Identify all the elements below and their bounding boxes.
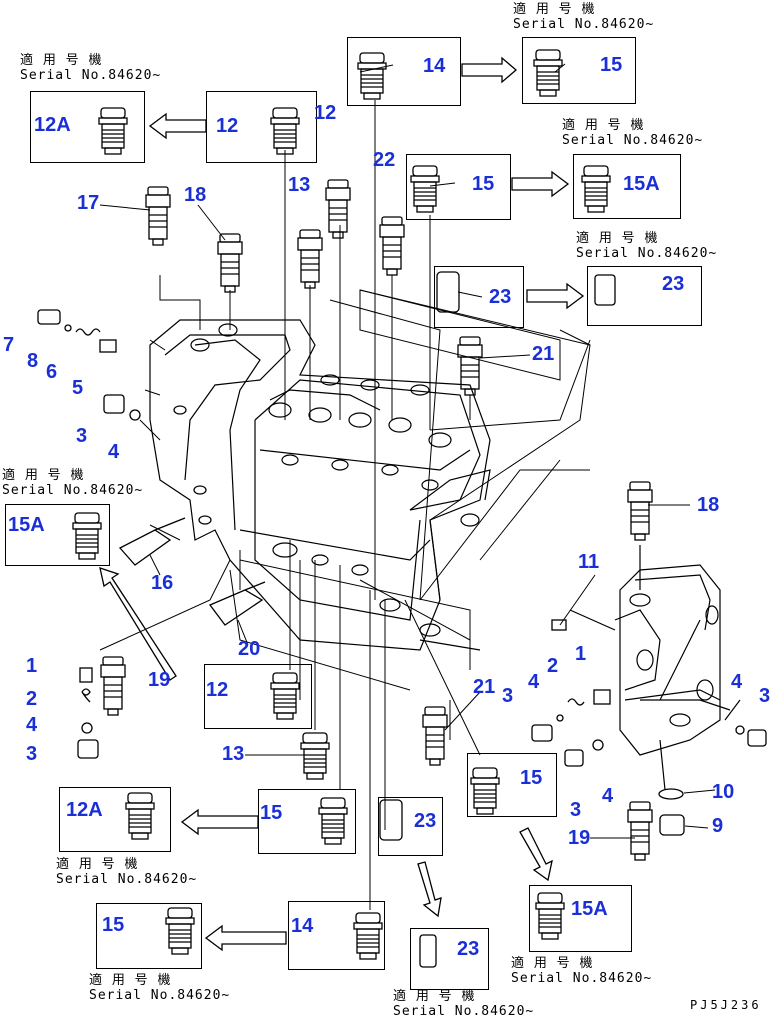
part-label: 15 xyxy=(260,802,283,824)
part-label: 23 xyxy=(457,938,480,960)
part-label: 10 xyxy=(712,781,735,803)
box-part-15-lower-left xyxy=(96,903,202,969)
box-part-15-mid xyxy=(406,154,511,220)
serial-note: 適 用 号 機 Serial No.84620~ xyxy=(511,956,653,986)
part-label: 20 xyxy=(238,638,261,660)
part-label: 9 xyxy=(712,815,724,837)
box-part-23-right xyxy=(587,266,702,326)
part-label: 4 xyxy=(731,671,743,693)
serial-note: 適 用 号 機 Serial No.84620~ xyxy=(89,973,231,1003)
part-label: 23 xyxy=(489,286,512,308)
box-part-15A-top xyxy=(573,154,681,219)
box-part-15A-bottom xyxy=(529,885,632,952)
part-label: 2 xyxy=(26,688,38,710)
right-valve-body xyxy=(569,545,741,791)
part-label: 18 xyxy=(184,184,207,206)
part-label: 17 xyxy=(77,192,100,214)
box-part-23-upper xyxy=(434,266,524,328)
part-label: 15 xyxy=(102,914,125,936)
part-label: 12 xyxy=(206,679,229,701)
reference-frames xyxy=(229,289,591,691)
serial-note: 適 用 号 機 Serial No.84620~ xyxy=(20,53,162,83)
part-label: 12A xyxy=(34,114,71,136)
background-outline xyxy=(359,339,591,641)
part-label: 4 xyxy=(26,714,38,736)
part-label: 16 xyxy=(151,572,174,594)
box-part-15-right xyxy=(467,753,557,817)
part-label: 12 xyxy=(216,115,239,137)
part-label: 13 xyxy=(288,174,311,196)
box-part-12A-bottom xyxy=(59,787,171,852)
direction-arrows xyxy=(99,56,585,952)
box-part-12-top xyxy=(206,91,317,163)
part-label: 1 xyxy=(575,643,587,665)
part-label: 21 xyxy=(532,343,555,365)
part-label: 3 xyxy=(502,685,514,707)
part-label: 18 xyxy=(697,494,720,516)
part-glyphs xyxy=(37,49,767,968)
box-part-15A-left xyxy=(5,504,110,566)
part-label: 12A xyxy=(66,799,103,821)
part-label: 12 xyxy=(314,102,337,124)
part-label: 1 xyxy=(26,655,38,677)
number-leaders xyxy=(99,63,716,839)
part-label: 6 xyxy=(46,361,58,383)
serial-note: 適 用 号 機 Serial No.84620~ xyxy=(576,231,718,261)
part-label: 19 xyxy=(568,827,591,849)
part-label: 3 xyxy=(759,685,771,707)
leader-lines xyxy=(99,100,481,910)
part-label: 14 xyxy=(423,55,446,77)
part-label: 3 xyxy=(76,425,88,447)
part-label: 19 xyxy=(148,669,171,691)
part-label: 3 xyxy=(570,799,582,821)
drawing-code: PJ5J236 xyxy=(690,998,762,1012)
main-valve-body xyxy=(149,319,491,651)
part-label: 11 xyxy=(578,551,600,573)
box-part-14-bottom xyxy=(288,901,385,970)
part-label: 4 xyxy=(602,785,614,807)
serial-note: 適 用 号 機 Serial No.84620~ xyxy=(56,857,198,887)
part-label: 4 xyxy=(528,671,540,693)
part-label: 15A xyxy=(623,173,660,195)
serial-note: 適 用 号 機 Serial No.84620~ xyxy=(562,118,704,148)
serial-note: 適 用 号 機 Serial No.84620~ xyxy=(2,468,144,498)
part-label: 15A xyxy=(571,898,608,920)
part-label: 23 xyxy=(414,810,437,832)
serial-note: 適 用 号 機 Serial No.84620~ xyxy=(513,2,655,32)
box-part-14-top xyxy=(347,37,461,106)
part-label: 7 xyxy=(3,334,15,356)
box-part-23-lower xyxy=(378,797,443,856)
part-label: 14 xyxy=(291,915,314,937)
part-label: 3 xyxy=(26,743,38,765)
part-label: 15 xyxy=(600,54,623,76)
box-part-23-bottom xyxy=(410,928,489,990)
part-label: 5 xyxy=(72,377,84,399)
part-label: 13 xyxy=(222,743,245,765)
part-label: 2 xyxy=(547,655,559,677)
serial-note: 適 用 号 機 Serial No.84620~ xyxy=(393,989,535,1019)
part-label: 15A xyxy=(8,514,45,536)
part-label: 21 xyxy=(473,676,496,698)
box-part-12A-top xyxy=(30,91,145,163)
part-label: 15 xyxy=(472,173,495,195)
part-label: 4 xyxy=(108,441,120,463)
box-part-15-bottom xyxy=(258,789,356,854)
part-label: 23 xyxy=(662,273,685,295)
part-label: 22 xyxy=(373,149,396,171)
part-label: 15 xyxy=(520,767,543,789)
box-part-15-top xyxy=(522,37,636,104)
box-part-12-bottom xyxy=(204,664,312,729)
part-label: 8 xyxy=(27,350,39,372)
